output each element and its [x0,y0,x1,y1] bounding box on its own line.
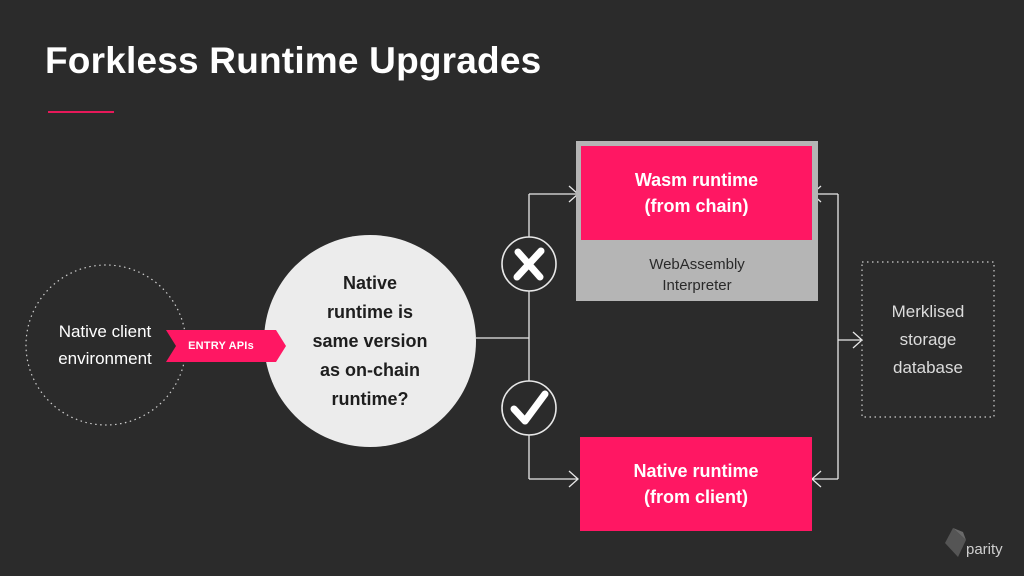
wasm-runtime-box [581,146,812,240]
cross-mark-icon [513,247,545,281]
entry-apis-text: ENTRY APIs [188,340,254,352]
title-underline [48,111,114,113]
storage-box [861,261,995,418]
native-runtime-box [580,437,812,531]
storage-line-2: storage [899,329,957,349]
native-client-label: Native client environment [30,300,180,390]
storage-line-3: database [893,357,963,377]
decision-line-2: runtime is [326,301,414,322]
interpreter-line-2: Interpreter [662,277,732,294]
entry-apis-label: ENTRY APIs [166,330,276,362]
slide-title: Forkless Runtime Upgrades [45,40,542,81]
native-runtime-line-1: Native runtime [633,461,759,481]
decision-line-5: runtime? [331,388,409,409]
wasm-runtime-line-1: Wasm runtime [634,170,759,190]
parity-logo-icon [945,528,966,557]
decision-circle [264,235,476,447]
decision-line-3: same version [312,330,428,351]
check-mark-icon [510,390,549,425]
storage-label: Merklised storage database [862,262,994,417]
native-client-line-2: environment [58,349,152,368]
entry-apis-banner [166,330,286,362]
interpreter-line-1: WebAssembly [649,256,745,273]
interpreter-label: WebAssembly Interpreter [578,250,816,300]
decision-label: Native runtime is same version as on-cha… [266,258,474,424]
native-runtime-line-2: (from client) [643,487,748,507]
native-runtime-label: Native runtime (from client) [580,437,812,531]
wasm-runtime-line-2: (from chain) [644,196,749,216]
decision-line-4: as on-chain [319,359,421,380]
parity-brand-text: parity [966,541,1003,558]
storage-line-1: Merklised [891,301,965,321]
native-client-line-1: Native client [58,322,152,341]
check-circle [501,380,557,436]
wasm-runtime-label: Wasm runtime (from chain) [581,146,812,240]
decision-line-1: Native [342,272,398,293]
